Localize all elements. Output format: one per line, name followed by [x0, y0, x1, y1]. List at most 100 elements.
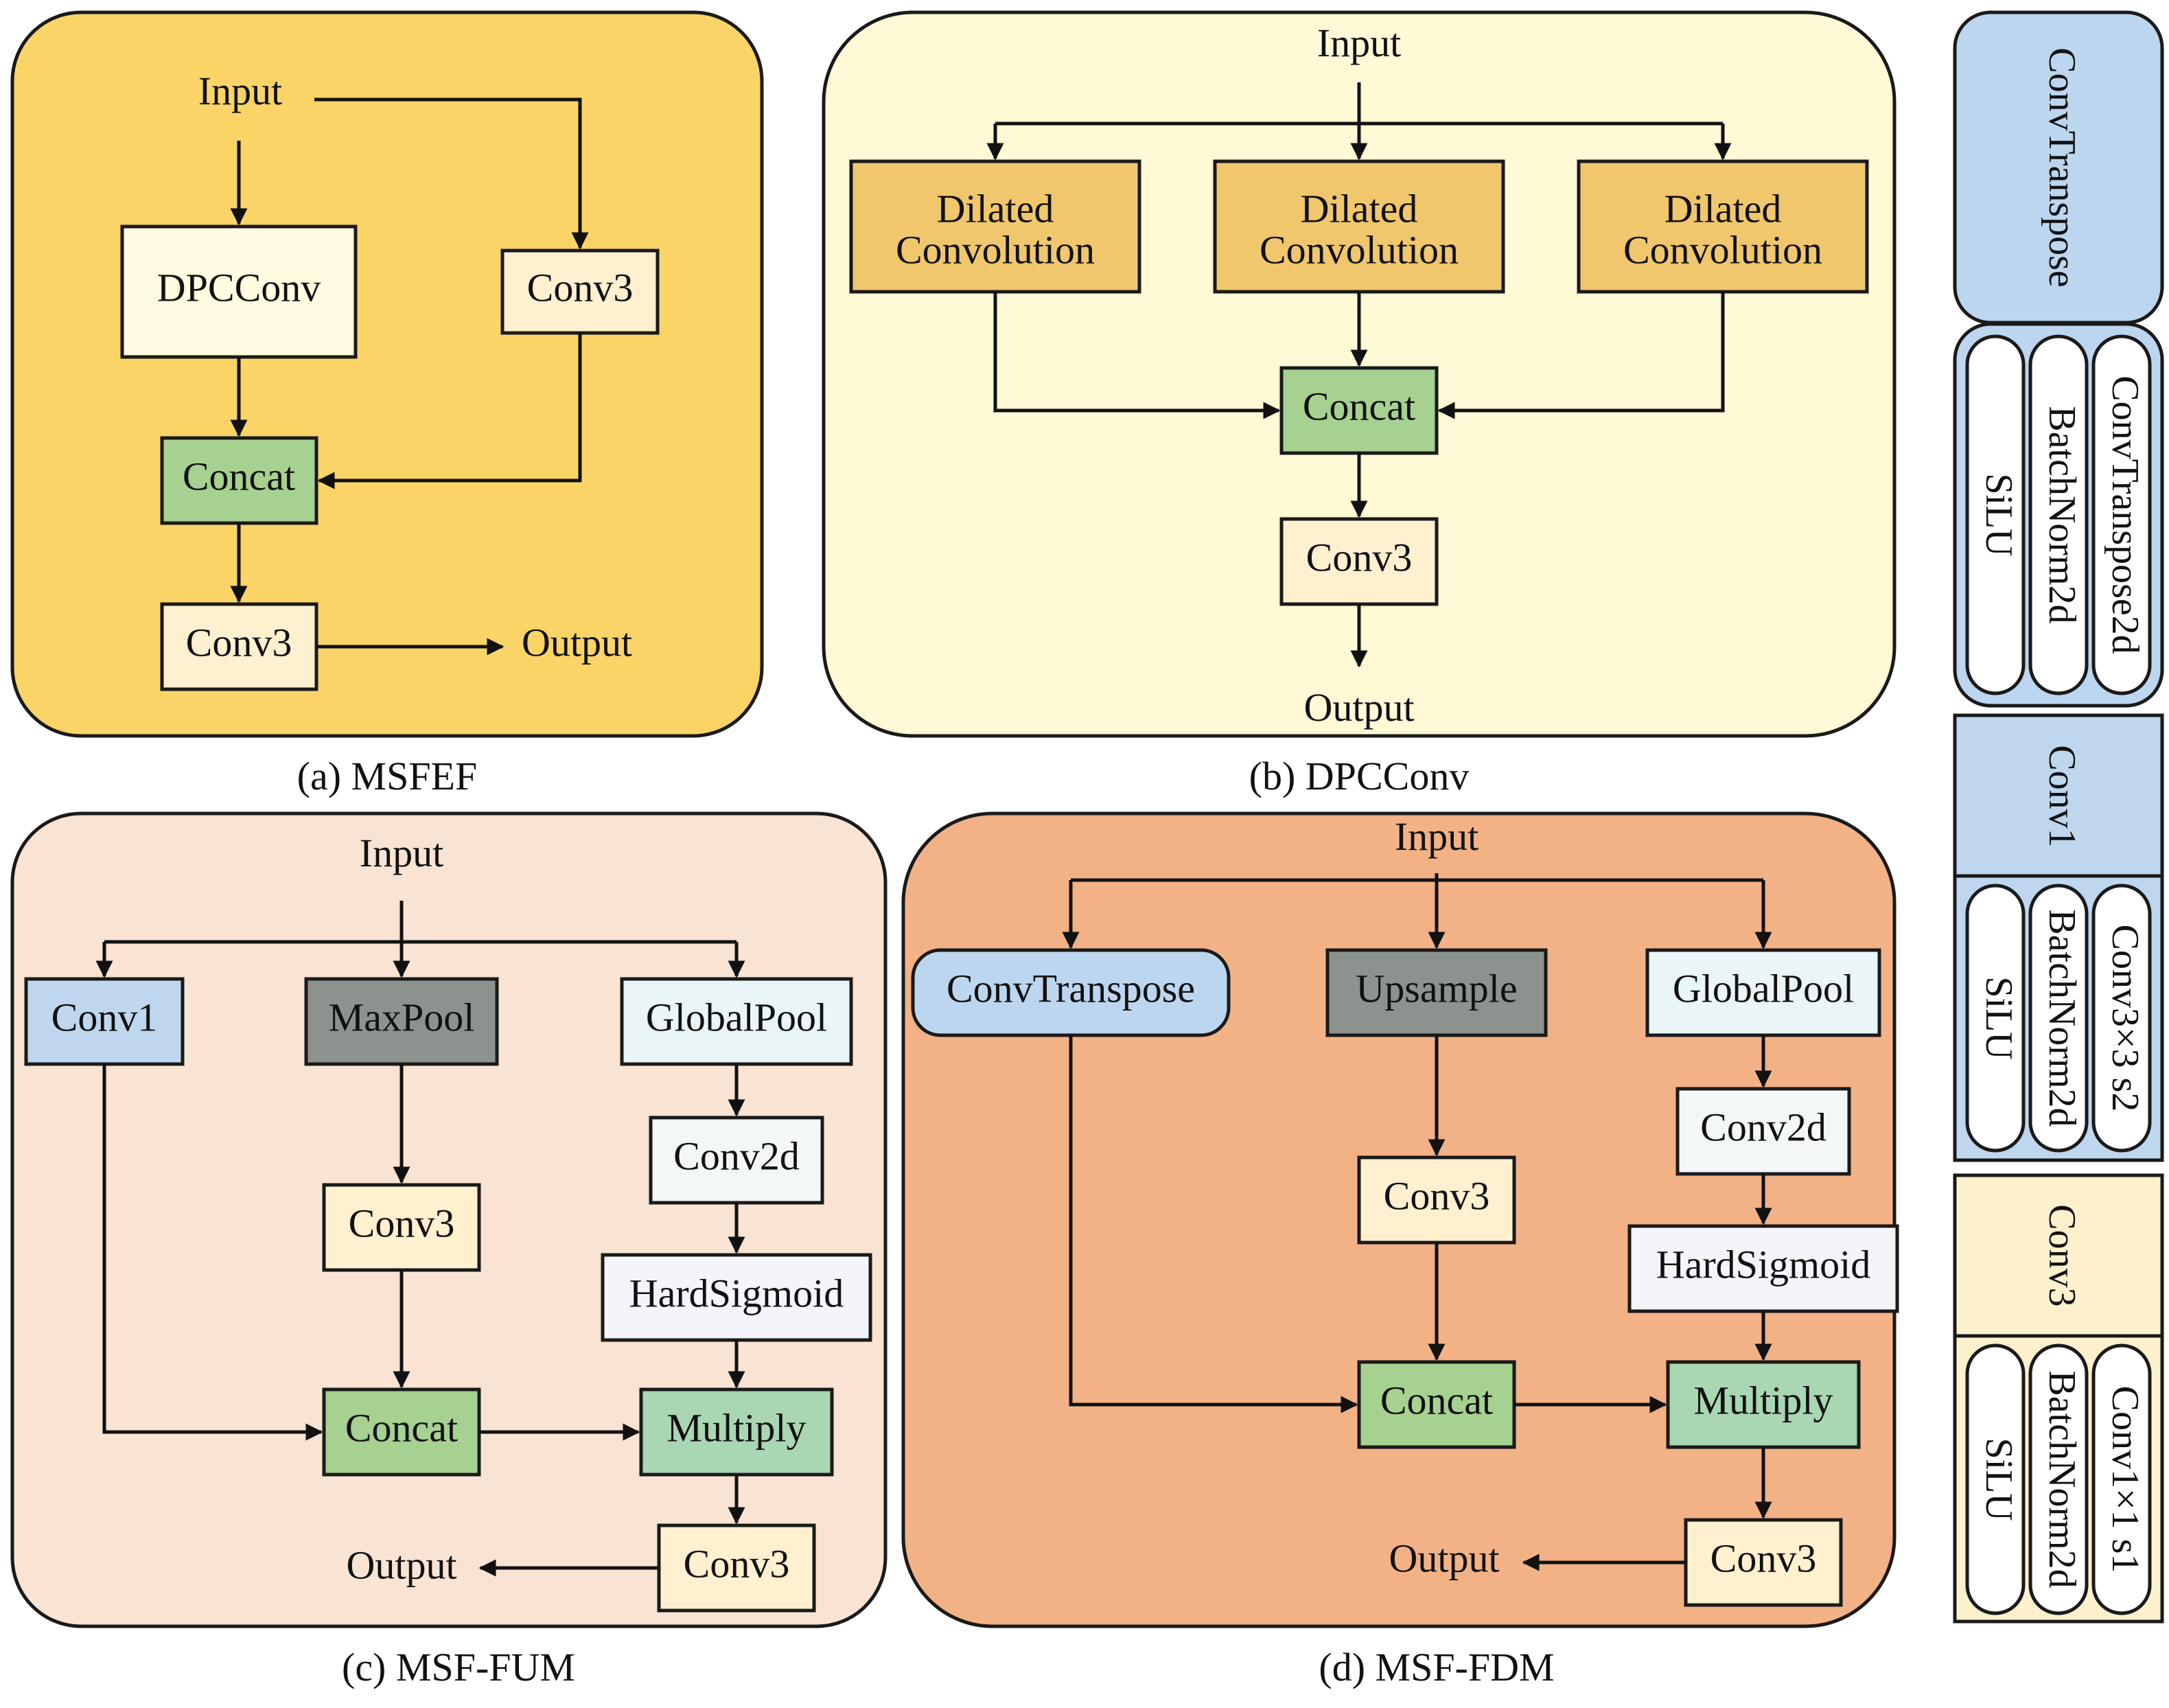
- panel-c-conv3-mid-label: Conv3: [349, 1201, 455, 1245]
- panel-a-output-label: Output: [522, 620, 632, 665]
- panel-d-conv2d-node: [1675, 1087, 1851, 1176]
- panel-c-caption: (c) MSF-FUM: [342, 1645, 575, 1689]
- panel-c-hardsigmoid-label: HardSigmoid: [629, 1271, 844, 1315]
- legend-c1-pill-1: [2091, 884, 2152, 1153]
- panel-d-output-label: Output: [1389, 1536, 1499, 1580]
- edge-conv3-side-to-concat: [317, 333, 582, 489]
- panel-b-dilated-conv-3: Dilated Convolution: [1577, 159, 1869, 294]
- edge-input-to-conv3-side: [314, 97, 589, 250]
- panel-b-dilated-conv-1: Dilated Convolution: [849, 159, 1141, 294]
- panel-d-concat-label: Concat: [1380, 1378, 1493, 1422]
- panel-c-conv3-mid-node: [322, 1183, 481, 1272]
- legend-ct-pill-1: [2091, 334, 2152, 695]
- panel-b-concat-node: [1279, 366, 1439, 455]
- legend-conv1-title: Conv1: [2041, 745, 2083, 847]
- legend-c3-pill-3: [1965, 1343, 2026, 1615]
- legend-ct-pill-3: [1965, 334, 2026, 695]
- panel-c-conv1-node: [24, 977, 185, 1066]
- panel-b-dpcconv: Input Dilated Convolution Dilated Convol…: [822, 10, 1897, 738]
- panel-b-output-label: Output: [1303, 685, 1414, 730]
- legend-c3-pill-2: [2028, 1343, 2089, 1615]
- panel-d-caption: (d) MSF-FDM: [1319, 1645, 1554, 1689]
- panel-d-conv2d-label: Conv2d: [1700, 1105, 1826, 1149]
- legend-ct-item-2: BatchNorm2d: [2041, 406, 2083, 623]
- panel-c-conv3-out-node: [657, 1523, 816, 1613]
- panel-c-hardsigmoid-node: [601, 1253, 872, 1342]
- edge-c-conv1-to-concat: [102, 1064, 323, 1441]
- panel-c-msf-fum: Input Conv1 MaxPool GlobalPool Conv2d Co…: [10, 811, 888, 1628]
- legend-c3-pill-1: [2091, 1343, 2152, 1615]
- panel-a-input-label: Input: [198, 69, 282, 113]
- edge-dilated-3-to-concat: [1437, 292, 1725, 419]
- panel-d-convtranspose-label: ConvTranspose: [947, 966, 1195, 1011]
- edge-d-input-split: [1071, 873, 1763, 882]
- panel-c-multiply-label: Multiply: [666, 1405, 806, 1450]
- dilated-3-line1: Dilated: [1665, 186, 1782, 231]
- panel-c-conv3-out-label: Conv3: [684, 1541, 790, 1586]
- legend-ct-pill-2: [2028, 334, 2089, 695]
- panel-a-conv3-out-label: Conv3: [186, 620, 292, 665]
- edge-c-input-split: [104, 901, 736, 944]
- panel-d-hardsigmoid-node: [1627, 1224, 1899, 1313]
- legend-ct-item-3: SiLU: [1977, 473, 2020, 556]
- panel-a-msfef: Input DPCConv Conv3 Concat Conv3 Output: [10, 10, 764, 738]
- panel-c-input-label: Input: [360, 831, 443, 875]
- panel-a-dpcconv-node: [120, 224, 358, 359]
- panel-a-conv3-side-label: Conv3: [527, 265, 634, 310]
- panel-c-conv2d-node: [649, 1116, 824, 1205]
- panel-d-globalpool-label: GlobalPool: [1673, 966, 1854, 1011]
- edge-d-convtranspose-to-concat: [1069, 1035, 1358, 1413]
- panel-d-upsample-node: [1325, 948, 1548, 1037]
- panel-d-multiply-node: [1666, 1360, 1861, 1449]
- dilated-2-line1: Dilated: [1301, 186, 1418, 231]
- panel-d-conv3-mid-label: Conv3: [1384, 1173, 1490, 1218]
- legend-convtranspose-title: ConvTranspose: [2041, 47, 2083, 288]
- legend-convtranspose-header: [1953, 10, 2164, 325]
- panel-b-concat-label: Concat: [1303, 384, 1415, 428]
- edge-dilated-1-to-concat: [993, 292, 1281, 419]
- panel-a-concat-label: Concat: [183, 454, 295, 498]
- panel-b-caption: (b) DPCConv: [1249, 754, 1470, 798]
- panel-d-msf-fdm: Input ConvTranspose Upsample GlobalPool …: [901, 811, 1899, 1628]
- panel-a-background: [10, 10, 764, 738]
- legend-conv1: Conv1 Conv3×3 s2 BatchNorm2d SiLU: [1953, 713, 2164, 1162]
- dilated-1-line1: Dilated: [937, 186, 1054, 231]
- legend-conv3-title: Conv3: [2041, 1204, 2083, 1306]
- legend-c1-item-1: Conv3×3 s2: [2104, 925, 2146, 1112]
- legend-c3-item-3: SiLU: [1977, 1438, 2020, 1521]
- panel-b-conv3-label: Conv3: [1306, 535, 1413, 579]
- panel-d-upsample-label: Upsample: [1356, 966, 1517, 1011]
- panel-b-dilated-conv-2: Dilated Convolution: [1213, 159, 1505, 294]
- legend-c3-item-2: BatchNorm2d: [2041, 1370, 2083, 1588]
- dilated-2-line2: Convolution: [1260, 227, 1459, 272]
- panel-c-concat-label: Concat: [345, 1405, 458, 1450]
- panel-a-conv3-side-node: [500, 249, 660, 335]
- dilated-1-line2: Convolution: [896, 227, 1095, 272]
- panel-d-conv3-out-label: Conv3: [1710, 1536, 1817, 1580]
- panel-d-multiply-label: Multiply: [1693, 1378, 1833, 1422]
- panel-c-output-label: Output: [346, 1543, 456, 1587]
- legend-c1-item-3: SiLU: [1977, 976, 2020, 1059]
- panel-c-maxpool-label: MaxPool: [329, 995, 475, 1039]
- panel-d-globalpool-node: [1645, 948, 1881, 1037]
- panel-a-caption: (a) MSFEF: [297, 754, 478, 798]
- dilated-3-line2: Convolution: [1623, 227, 1822, 272]
- panel-c-conv2d-label: Conv2d: [673, 1133, 800, 1178]
- legend-convtranspose: ConvTranspose ConvTranspose2d BatchNorm2…: [1953, 10, 2164, 708]
- panel-d-hardsigmoid-label: HardSigmoid: [1656, 1242, 1871, 1286]
- legend-c1-item-2: BatchNorm2d: [2041, 909, 2083, 1127]
- panel-c-maxpool-node: [304, 977, 499, 1066]
- legend-conv3: Conv3 Conv1×1 s1 BatchNorm2d SiLU: [1953, 1173, 2164, 1624]
- panel-d-input-label: Input: [1395, 814, 1478, 859]
- legend-c1-pill-3: [1965, 884, 2026, 1153]
- legend-c1-pill-2: [2028, 884, 2089, 1153]
- panel-a-dpcconv-label: DPCConv: [157, 265, 321, 310]
- panel-b-input-label: Input: [1317, 21, 1401, 65]
- panel-b-conv3-node: [1279, 517, 1439, 606]
- panel-c-globalpool-label: GlobalPool: [646, 995, 827, 1039]
- panel-d-concat-node: [1357, 1360, 1516, 1449]
- legend-ct-item-1: ConvTranspose2d: [2104, 376, 2146, 654]
- panel-c-conv1-label: Conv1: [51, 995, 158, 1039]
- panel-d-conv3-out-node: [1684, 1518, 1843, 1607]
